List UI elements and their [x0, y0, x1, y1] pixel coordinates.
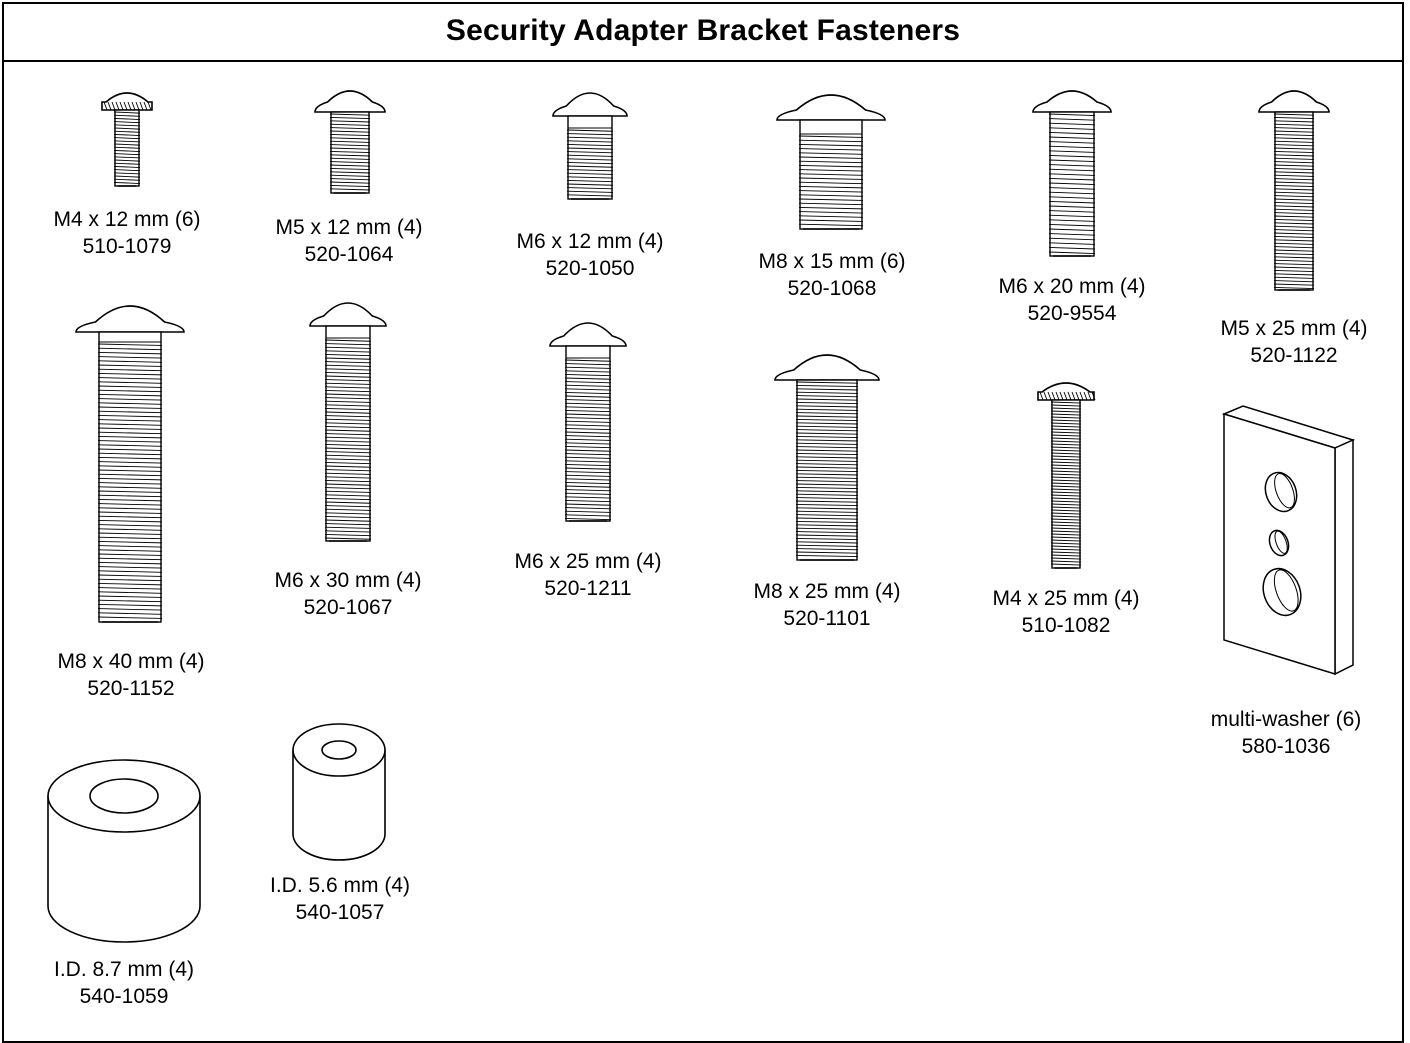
part-number: 520-1101	[783, 607, 871, 630]
caption-m5x12: M5 x 12 mm (4) 520-1064	[275, 214, 422, 268]
caption-multi-washer: multi-washer (6) 580-1036	[1211, 706, 1362, 760]
screw-m8x15-illustration	[776, 94, 886, 230]
caption-m6x30: M6 x 30 mm (4) 520-1067	[274, 567, 421, 621]
size-label: I.D. 8.7 mm (4)	[53, 958, 195, 981]
size-label: M6 x 30 mm (4)	[274, 569, 422, 592]
screw-m5x25-illustration	[1258, 90, 1330, 291]
size-label: M8 x 25 mm (4)	[753, 580, 901, 603]
part-number: 540-1059	[79, 985, 169, 1008]
screw-m8x25-illustration	[774, 354, 880, 561]
part-number: 510-1079	[82, 235, 172, 258]
part-number: 520-1068	[787, 277, 877, 300]
part-number: 520-1067	[303, 596, 393, 619]
caption-m8x15: M8 x 15 mm (6) 520-1068	[758, 248, 905, 302]
part-number: 520-1064	[304, 243, 394, 266]
part-number: 510-1082	[1021, 614, 1111, 637]
screw-m6x20-illustration	[1032, 90, 1112, 257]
size-label: M8 x 15 mm (6)	[758, 250, 906, 273]
size-label: M5 x 12 mm (4)	[275, 216, 423, 239]
caption-m8x40: M8 x 40 mm (4) 520-1152	[57, 648, 204, 702]
caption-m8x25: M8 x 25 mm (4) 520-1101	[753, 578, 900, 632]
size-label: M8 x 40 mm (4)	[57, 650, 205, 673]
caption-spacer-8-7: I.D. 8.7 mm (4) 540-1059	[54, 956, 194, 1010]
screw-m8x40-illustration	[75, 305, 185, 623]
size-label: M4 x 12 mm (6)	[53, 208, 201, 231]
part-number: 520-1211	[544, 577, 632, 600]
spacer-8-7-illustration	[47, 759, 201, 943]
multi-washer-illustration	[1221, 405, 1356, 676]
part-number: 520-9554	[1027, 302, 1117, 325]
size-label: M6 x 25 mm (4)	[514, 550, 662, 573]
caption-m4x12: M4 x 12 mm (6) 510-1079	[53, 206, 200, 260]
part-number: 520-1152	[87, 677, 175, 700]
screw-m4x12-illustration	[101, 92, 153, 187]
screw-m6x12-illustration	[552, 92, 628, 200]
size-label: M6 x 12 mm (4)	[516, 230, 664, 253]
size-label: M6 x 20 mm (4)	[998, 275, 1146, 298]
size-label: multi-washer (6)	[1210, 708, 1362, 731]
part-number: 520-1050	[545, 257, 635, 280]
screw-m5x12-illustration	[314, 90, 386, 194]
part-number: 580-1036	[1241, 735, 1331, 758]
part-number: 520-1122	[1250, 344, 1338, 367]
screw-m6x25-illustration	[549, 322, 627, 522]
caption-m6x12: M6 x 12 mm (4) 520-1050	[516, 228, 663, 282]
caption-m4x25: M4 x 25 mm (4) 510-1082	[992, 585, 1139, 639]
caption-spacer-5-6: I.D. 5.6 mm (4) 540-1057	[270, 872, 410, 926]
spacer-5-6-illustration	[292, 723, 386, 861]
caption-m6x25: M6 x 25 mm (4) 520-1211	[514, 548, 661, 602]
screw-m4x25-illustration	[1037, 382, 1096, 569]
size-label: I.D. 5.6 mm (4)	[269, 874, 411, 897]
title-bar: Security Adapter Bracket Fasteners	[2, 2, 1404, 62]
page-title: Security Adapter Bracket Fasteners	[445, 14, 961, 47]
part-number: 540-1057	[295, 901, 385, 924]
caption-m5x25: M5 x 25 mm (4) 520-1122	[1220, 315, 1367, 369]
size-label: M4 x 25 mm (4)	[992, 587, 1140, 610]
caption-m6x20: M6 x 20 mm (4) 520-9554	[998, 273, 1145, 327]
screw-m6x30-illustration	[309, 302, 387, 542]
size-label: M5 x 25 mm (4)	[1220, 317, 1368, 340]
